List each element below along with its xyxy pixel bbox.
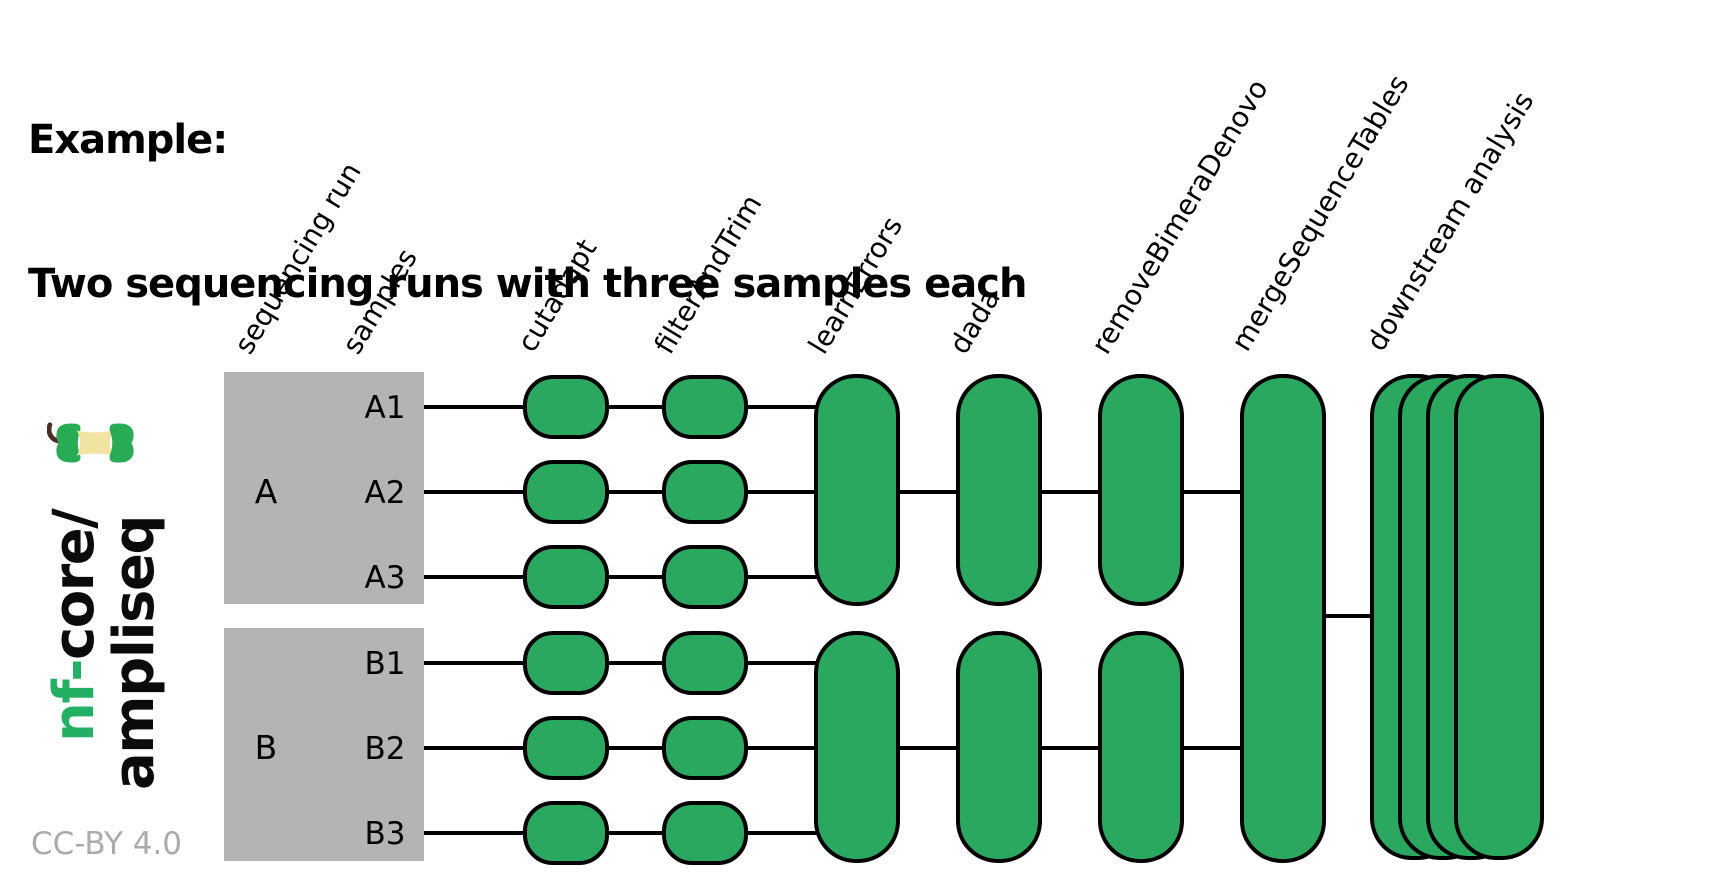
downstream-analysis-pill-4 [1454,374,1544,860]
run-box-A [224,372,424,604]
dada-pill-B [956,631,1042,863]
filterandtrim-pill-A2 [662,460,748,524]
sample-label-A3: A3 [365,560,406,596]
mergesequencetables-pill [1240,374,1326,863]
sample-label-B2: B2 [365,731,406,767]
removebimeradenovo-pill-B [1098,631,1184,863]
removebimeradenovo-pill-A [1098,374,1184,606]
title-line2: Two sequencing runs with three samples e… [28,261,1027,307]
cutadapt-pill-B3 [523,801,609,865]
run-box-B [224,628,424,861]
apple-core-icon [47,422,134,463]
column-header-dada: dada [943,283,1007,360]
cutadapt-pill-B2 [523,716,609,780]
cutadapt-pill-B1 [523,631,609,695]
cutadapt-pill-A1 [523,375,609,439]
learnerrors-pill-A [814,374,900,606]
logo-rotated-text: nf-core/ ampliseq [42,385,167,790]
sample-label-A1: A1 [365,390,406,426]
column-header-samples: samples [336,243,424,360]
column-header-cutadapt: cutadapt [511,233,604,357]
column-header-learnerrors: learnErrors [802,211,909,360]
title-line1: Example: [28,117,228,163]
sample-label-B3: B3 [365,816,406,852]
cutadapt-pill-A2 [523,460,609,524]
run-label-A: A [255,472,278,511]
apple-core-flesh [76,430,114,456]
apple-bottom-cap [109,423,134,463]
apple-top-cap [56,423,81,463]
sample-label-B1: B1 [365,646,406,682]
filterandtrim-pill-A3 [662,545,748,609]
license-label: CC-BY 4.0 [31,826,183,862]
cutadapt-pill-A3 [523,545,609,609]
filterandtrim-pill-A1 [662,375,748,439]
filterandtrim-pill-B2 [662,716,748,780]
run-label-B: B [255,728,278,767]
learnerrors-pill-B [814,631,900,863]
filterandtrim-pill-B1 [662,631,748,695]
column-header-filterandtrim: filterAndTrim [648,189,769,360]
nfcore-ampliseq-logo: nf-core/ ampliseq [42,385,167,790]
figure-title: Example: Two sequencing runs with three … [28,20,1027,404]
sample-label-A2: A2 [365,475,406,511]
dada-pill-A [956,374,1042,606]
filterandtrim-pill-B3 [662,801,748,865]
